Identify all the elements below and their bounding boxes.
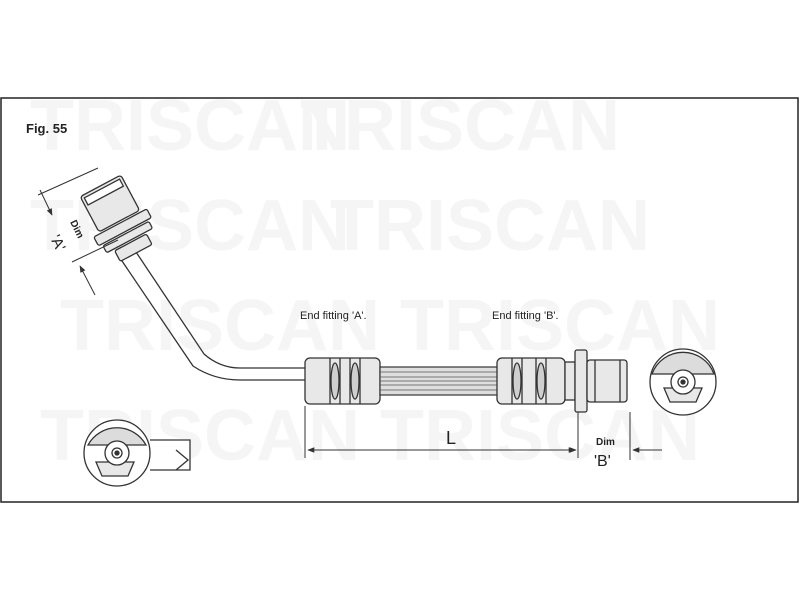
length-dimension — [304, 406, 579, 458]
crimp-fitting-a — [304, 357, 381, 405]
figure-frame — [0, 97, 799, 503]
end-fitting-b-label: End fitting 'B'. — [492, 310, 559, 322]
svg-text:TRISCAN: TRISCAN — [380, 396, 700, 476]
svg-text:TRISCAN: TRISCAN — [30, 86, 350, 166]
svg-text:TRISCAN: TRISCAN — [60, 286, 380, 366]
end-fitting-a-part — [80, 175, 153, 262]
dim-b-dimension — [558, 412, 662, 460]
bent-tube — [119, 251, 310, 381]
end-view-a — [83, 419, 191, 487]
svg-text:TRISCAN: TRISCAN — [330, 186, 650, 266]
figure-label: Fig. 55 — [26, 121, 67, 136]
flexible-hose — [379, 366, 501, 396]
end-view-b — [649, 348, 717, 416]
end-fitting-a-label: End fitting 'A'. — [300, 310, 367, 322]
dim-b-letter: 'B' — [594, 453, 611, 470]
watermark-logo: TRISCAN TRISCAN TRISCAN TRISCAN TRISCAN … — [30, 86, 720, 476]
length-label: L — [446, 428, 456, 448]
crimp-fitting-b — [496, 349, 628, 413]
svg-text:TRISCAN: TRISCAN — [300, 86, 620, 166]
dim-b-label: Dim — [596, 437, 615, 448]
dim-a-letter: 'A' — [46, 232, 68, 254]
